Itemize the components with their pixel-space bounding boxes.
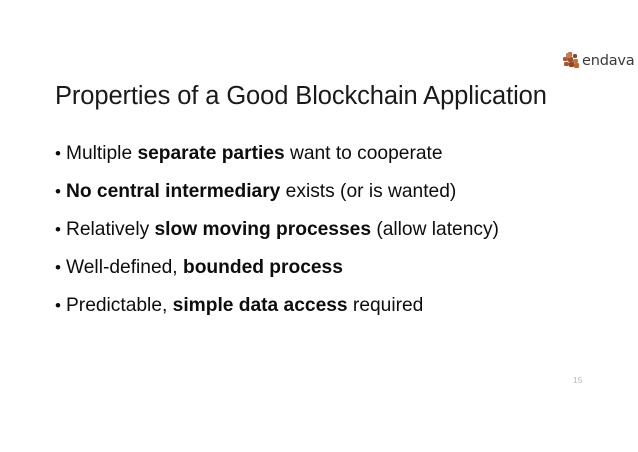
list-item-label: Predictable, simple data access required: [66, 295, 424, 316]
bullet-dot-icon: •: [55, 296, 61, 315]
list-item: • Predictable, simple data access require…: [55, 295, 585, 333]
bullet-dot-icon: •: [55, 144, 61, 163]
endava-wordmark: endava: [582, 53, 635, 70]
list-item: • Well-defined, bounded process: [55, 257, 585, 295]
bullet-dot-icon: •: [55, 182, 61, 201]
endava-petal-cluster-icon: [563, 52, 580, 69]
list-item-label: Multiple separate parties want to cooper…: [66, 143, 443, 164]
page-title: Properties of a Good Blockchain Applicat…: [55, 82, 547, 110]
list-item-label: Relatively slow moving processes (allow …: [66, 219, 499, 240]
list-item: • No central intermediary exists (or is w…: [55, 181, 585, 219]
bullet-dot-icon: •: [55, 258, 61, 277]
list-item: • Multiple separate parties want to coope…: [55, 143, 585, 181]
endava-logo: endava: [563, 52, 635, 70]
list-item-label: No central intermediary exists (or is wa…: [66, 181, 457, 202]
bullet-list: • Multiple separate parties want to coope…: [55, 143, 585, 333]
bullet-dot-icon: •: [55, 220, 61, 239]
page-number: 15: [573, 375, 583, 385]
list-item: • Relatively slow moving processes (allow…: [55, 219, 585, 257]
list-item-label: Well-defined, bounded process: [66, 257, 343, 278]
